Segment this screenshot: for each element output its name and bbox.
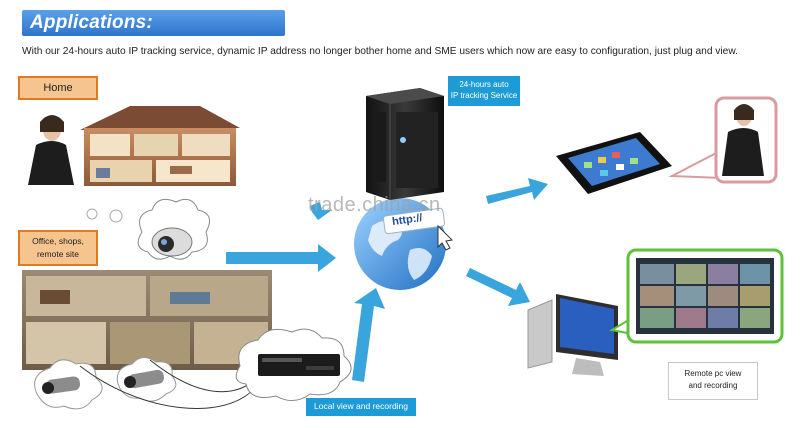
service-label-line1: 24-hours auto (459, 80, 509, 89)
camera-grid-thumbnails (640, 264, 770, 328)
office-label: Office, shops, remote site (18, 230, 98, 266)
office-label-line2: remote site (36, 249, 80, 259)
arrow-cloud-to-pc (466, 268, 530, 306)
dome-camera-bubble (137, 198, 211, 260)
local-view-label-text: Local view and recording (313, 401, 409, 411)
arrow-dvr-to-cloud (352, 288, 385, 382)
arrow-small-left (310, 202, 332, 220)
dvr-recorder-bubble (235, 328, 352, 401)
desktop-pc-icon (527, 294, 618, 376)
home-label: Home (18, 76, 98, 100)
arrow-office-to-cloud (226, 244, 336, 272)
phone-viewer-bubble (668, 96, 778, 184)
office-building-illustration (22, 270, 272, 370)
home-link-dots (86, 208, 123, 223)
remote-label-line1: Remote pc view (684, 369, 742, 378)
remote-label-line2: and recording (688, 381, 738, 390)
remote-view-label: Remote pc view and recording (668, 362, 758, 400)
watermark: trade.china.cn (308, 194, 441, 216)
section-title: Applications: (30, 12, 153, 33)
home-label-text: Home (43, 82, 73, 94)
smartphone-icon (556, 132, 672, 194)
server-tower-icon (366, 88, 444, 200)
local-view-label: Local view and recording (306, 398, 416, 416)
woman-figure-home (28, 115, 74, 185)
globe-icon (354, 198, 454, 290)
intro-text: With our 24-hours auto IP tracking servi… (22, 46, 738, 57)
flow-arrows (226, 178, 548, 382)
service-label-line2: IP tracking Service (450, 91, 518, 100)
house-illustration (80, 106, 240, 186)
arrow-cloud-to-phone (486, 178, 548, 204)
camera-cable-1 (79, 365, 261, 409)
remote-monitor-bubble (609, 248, 784, 344)
section-title-banner: Applications: (22, 10, 285, 36)
office-label-line1: Office, shops, (32, 236, 84, 246)
ip-tracking-service-label: 24-hours auto IP tracking Service (448, 76, 520, 106)
